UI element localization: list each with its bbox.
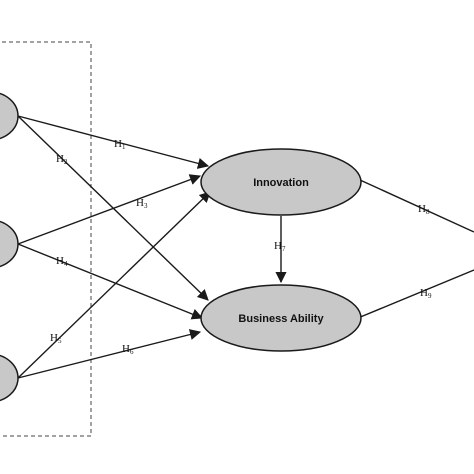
- innovation-node: [200, 148, 362, 216]
- hypothesis-label-h8: H8: [418, 203, 430, 216]
- hypothesis-label-h7: H7: [274, 240, 286, 253]
- business-ability-node: [200, 284, 362, 352]
- hypothesis-label-h6: H6: [122, 343, 134, 356]
- edge-h1: [17, 115, 210, 169]
- hypothesis-label-h1: H1: [114, 138, 126, 151]
- hypothesis-label-h5: H5: [50, 332, 62, 345]
- edge-h6: [17, 329, 202, 379]
- hypothesis-label-h3: H3: [136, 197, 148, 210]
- edge-h9: [357, 269, 474, 319]
- edge-h4: [17, 243, 204, 320]
- edge-h3: [17, 174, 202, 245]
- business-ability-label: Business Ability: [238, 313, 324, 325]
- left-construct-bottom: [0, 354, 19, 402]
- hypothesis-label-h2: H2: [56, 153, 68, 166]
- left-construct-middle: [0, 220, 19, 268]
- left-construct-top: [0, 92, 19, 140]
- hypothesis-label-h9: H9: [420, 287, 432, 300]
- edge-h5: [17, 191, 211, 379]
- hypothesis-label-h4: H4: [56, 255, 68, 268]
- innovation-label: Innovation: [253, 177, 309, 189]
- edge-h8: [359, 179, 474, 233]
